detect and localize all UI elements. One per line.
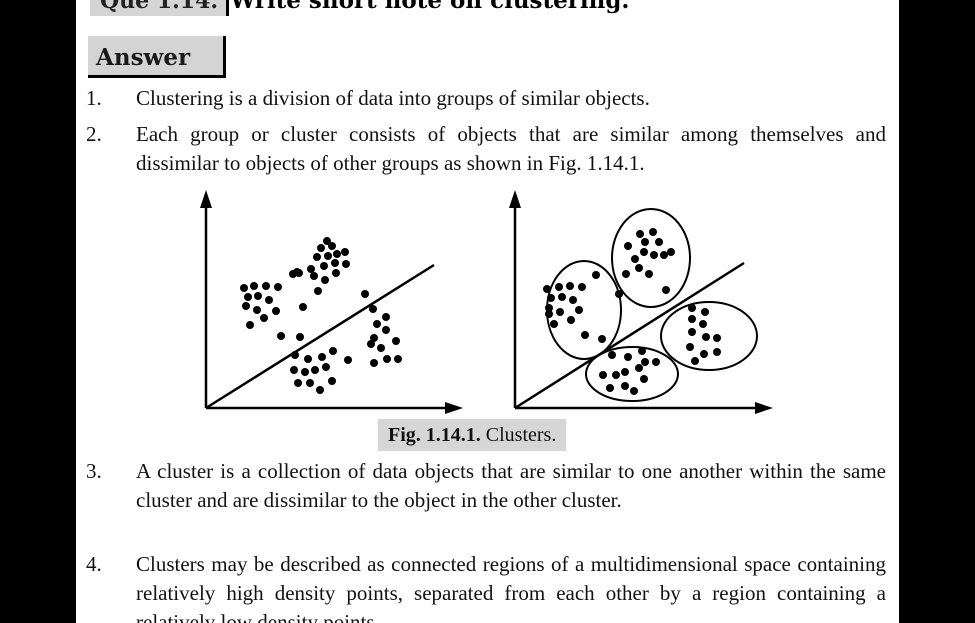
left-y-arrow (200, 190, 212, 208)
item-text: A cluster is a collection of data object… (136, 459, 886, 512)
figure-caption-number: Fig. 1.14.1. (388, 424, 481, 446)
item-number: 4. (86, 552, 102, 576)
left-border-line (73, 0, 75, 623)
left-scatter-points (240, 237, 402, 394)
item-number: 1. (86, 86, 102, 110)
right-border-line (899, 0, 901, 623)
left-x-arrow (445, 402, 463, 414)
right-scatter-points (543, 228, 721, 395)
question-label: Que 1.14. (90, 0, 230, 16)
cluster-ellipse-right (660, 301, 758, 371)
right-y-arrow (509, 190, 521, 208)
cluster-ellipse-top (611, 208, 691, 308)
right-x-arrow (755, 402, 773, 414)
right-diagonal-line (514, 261, 745, 410)
figure-caption-text: Clusters. (485, 424, 557, 446)
figure-caption: Fig. 1.14.1. Clusters. (378, 419, 567, 451)
document-page: Que 1.14. Write short note on clustering… (76, 0, 899, 623)
question-title: Write short note on clustering. (230, 0, 630, 14)
item-text: Clusters may be described as connected r… (136, 552, 886, 623)
item-number: 3. (86, 459, 102, 483)
answer-heading: Answer (88, 36, 226, 78)
cluster-ellipse-bottom (585, 346, 679, 402)
item-text: Each group or cluster consists of object… (136, 122, 886, 175)
item-number: 2. (86, 122, 102, 146)
left-diagonal-line (205, 263, 435, 410)
clusters-figure (200, 190, 773, 414)
item-text: Clustering is a division of data into gr… (136, 86, 650, 110)
